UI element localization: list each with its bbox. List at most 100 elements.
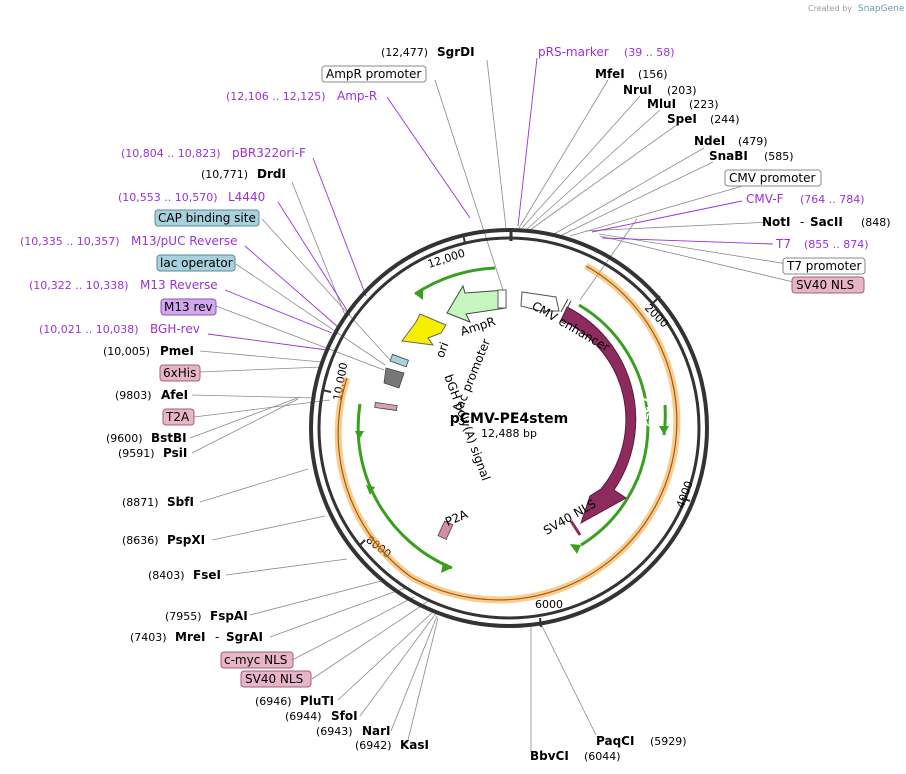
boxed-labels: AmpR promoter CAP binding site lac opera…	[154, 65, 866, 688]
cmyc-label-box	[220, 651, 294, 669]
tick-label-6000: 6000	[535, 598, 563, 611]
primer-pos: (764 .. 784)	[800, 193, 865, 206]
site-pos: (8871)	[122, 496, 159, 509]
orf-arrowheads	[355, 289, 669, 573]
site-pos: (156)	[638, 68, 668, 81]
sv40-right-label-box	[791, 276, 865, 294]
primer-name-l4440[interactable]: L4440	[228, 190, 265, 204]
leader-lines	[189, 59, 811, 752]
primer-pos: (12,106 .. 12,125)	[226, 90, 326, 103]
site-pos: (8636)	[122, 534, 159, 547]
primer-name-cmv-f[interactable]: CMV-F	[746, 192, 784, 206]
orange-arc-right-line	[410, 265, 678, 601]
cmv-promoter-marks	[560, 298, 572, 315]
site-name-mfei[interactable]: MfeI	[595, 67, 625, 81]
site-name-spei[interactable]: SpeI	[667, 112, 697, 126]
site-name-drdi[interactable]: DrdI	[257, 167, 286, 181]
cmv-promoter-label[interactable]: CMV promoter	[729, 171, 816, 185]
ori-arrow	[401, 313, 447, 346]
primer-pos: (39 .. 58)	[624, 46, 675, 59]
feature-label-cas9: Cas9	[637, 397, 657, 429]
site-name-mrei[interactable]: MreI	[175, 630, 205, 644]
site-name-paqci[interactable]: PaqCI	[596, 734, 634, 748]
plasmid-name: pCMV-PE4stem	[450, 411, 569, 427]
cap-binding-site-label[interactable]: CAP binding site	[158, 211, 256, 225]
cmv-enhancer-arrow	[520, 291, 560, 312]
site-pos: (9591)	[118, 447, 155, 460]
feature-label-cmv-enhancer: CMV enhancer	[529, 299, 612, 355]
site-name-fsei[interactable]: FseI	[193, 568, 221, 582]
site-pos: (9600)	[106, 432, 143, 445]
site-name-ndei[interactable]: NdeI	[694, 134, 725, 148]
primer-pos: (10,553 .. 10,570)	[118, 191, 218, 204]
m13-rev-label[interactable]: M13 rev	[164, 300, 213, 314]
site-pos: (6943)	[316, 725, 353, 738]
t2a-label-box	[162, 408, 195, 426]
site-name-afei[interactable]: AfeI	[161, 388, 188, 402]
primer-name-pbr322ori-f[interactable]: pBR322ori-F	[232, 146, 306, 160]
site-name-fspai[interactable]: FspAI	[210, 609, 248, 623]
sv40-left-label-box	[240, 670, 312, 688]
cap-binding-site-box	[389, 353, 409, 368]
site-name-bstbi[interactable]: BstBI	[151, 431, 187, 445]
primer-name-m13-puc-reverse[interactable]: M13/pUC Reverse	[131, 234, 238, 248]
primer-name-amp-r[interactable]: Amp-R	[337, 89, 377, 103]
site-name-snabi[interactable]: SnaBI	[709, 149, 748, 163]
site-name-noti[interactable]: NotI	[762, 215, 791, 229]
site-name-psii[interactable]: PsiI	[163, 446, 187, 460]
site-name-sgrai[interactable]: SgrAI	[226, 630, 263, 644]
site-name-sgrdi[interactable]: SgrDI	[437, 45, 475, 59]
site-name-kasi[interactable]: KasI	[400, 738, 429, 752]
site-pos: (203)	[667, 84, 697, 97]
sv40-nls-mark	[569, 520, 582, 536]
primer-name-m13-reverse[interactable]: M13 Reverse	[140, 278, 218, 292]
ampr-promoter-box	[497, 289, 507, 309]
primer-pos: (10,335 .. 10,357)	[20, 235, 120, 248]
site-name-pmei[interactable]: PmeI	[160, 344, 194, 358]
tick-label-12000: 12,000	[426, 247, 467, 271]
site-separator: -	[215, 630, 219, 644]
primer-name-bgh-rev[interactable]: BGH-rev	[150, 322, 200, 336]
site-pos: (6942)	[355, 739, 392, 752]
credit-text: Created by	[808, 4, 852, 13]
cmv-promoter-label-box	[724, 169, 822, 187]
site-name-sacii[interactable]: SacII	[810, 215, 843, 229]
site-pos: (6044)	[584, 750, 621, 763]
snapgene-logo-text: SnapGene	[858, 4, 905, 14]
c-myc-nls-label[interactable]: c-myc NLS	[224, 653, 287, 667]
site-pos: (585)	[764, 150, 794, 163]
primer-leader-lines	[207, 57, 774, 351]
site-name-sbfi[interactable]: SbfI	[167, 495, 194, 509]
site-separator: -	[800, 215, 804, 229]
t7-promoter-label-box	[782, 257, 866, 275]
site-name-nrui[interactable]: NruI	[623, 83, 652, 97]
site-name-pspxi[interactable]: PspXI	[167, 533, 205, 547]
site-pos: (479)	[738, 135, 768, 148]
primer-name-prs-marker[interactable]: pRS-marker	[538, 45, 609, 59]
right-sites: MfeI (156) NruI (203) MluI (223) SpeI (2…	[595, 67, 891, 748]
t7-promoter-label[interactable]: T7 promoter	[786, 259, 862, 273]
6xhis-label-box	[159, 364, 201, 382]
orf-arcs	[356, 266, 667, 570]
site-name-bbvci[interactable]: BbvCI	[530, 749, 569, 763]
backbone-outer	[309, 228, 709, 628]
sv40-nls-label-right[interactable]: SV40 NLS	[796, 278, 854, 292]
lac-operator-label[interactable]: lac operator	[160, 256, 233, 270]
tick-marks	[321, 233, 691, 628]
ampr-promoter-label[interactable]: AmpR promoter	[326, 67, 421, 81]
primer-name-t7[interactable]: T7	[775, 237, 791, 251]
feature-label-ori: ori	[433, 340, 451, 359]
site-name-nari[interactable]: NarI	[362, 724, 391, 738]
feature-label-p2a: P2A	[443, 507, 471, 529]
orange-arc-left-line	[337, 377, 412, 578]
site-name-pluti[interactable]: PluTI	[300, 694, 334, 708]
t2a-label[interactable]: T2A	[165, 410, 190, 424]
site-name-sfoi[interactable]: SfoI	[331, 709, 358, 723]
p2a-box	[437, 520, 454, 540]
6xhis-label[interactable]: 6xHis	[163, 366, 196, 380]
ampr-promoter-label-box	[321, 65, 427, 83]
site-pos: (9803)	[115, 389, 152, 402]
sv40-nls-label-left[interactable]: SV40 NLS	[245, 672, 303, 686]
site-name-mlui[interactable]: MluI	[647, 97, 676, 111]
site-pos: (6946)	[255, 695, 292, 708]
